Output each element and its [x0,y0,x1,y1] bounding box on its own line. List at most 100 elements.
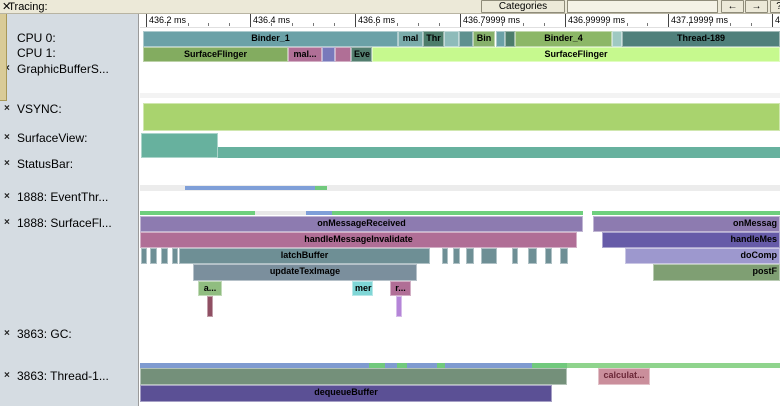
surfaceflinger-row1-slice[interactable]: onMessag [593,216,780,232]
thread1-state-slice[interactable] [407,363,437,368]
forward-arrow-button[interactable]: → [745,0,768,13]
surfaceflinger-row3-slice[interactable] [528,248,537,264]
surfaceflinger-row3-slice[interactable] [560,248,568,264]
ruler-minor-tick [439,23,440,26]
surfaceflinger-row3-slice[interactable] [141,248,147,264]
remove-track-icon[interactable]: × [4,328,10,339]
ruler-tick-label: 436.99999 ms [568,15,626,25]
ruler-minor-tick [376,23,377,26]
surfaceflinger-state-slice[interactable] [306,211,332,215]
ruler-minor-tick [730,23,732,26]
thread1-state-slice[interactable] [140,363,369,368]
surfaceflinger-row3-slice[interactable] [442,248,448,264]
track-label: 1888: EventThr... [17,190,109,204]
remove-track-icon[interactable]: × [4,217,10,228]
remove-track-icon[interactable]: × [4,158,10,169]
surfaceflinger-row3-slice[interactable] [512,248,518,264]
ruler-minor-tick [271,23,272,26]
surfaceflinger-row3-slice[interactable] [150,248,157,264]
ruler-minor-tick [208,23,210,26]
track-label: CPU 1: [17,46,56,60]
surfaceflinger-row3-slice[interactable]: doComp [625,248,780,264]
ruler-minor-tick [187,23,189,26]
remove-track-icon[interactable]: × [4,103,10,114]
remove-track-icon[interactable]: × [4,370,10,381]
surfaceflinger-state-slice[interactable] [592,211,780,215]
cpu0-slice[interactable] [496,31,505,47]
ruler-tick-label: 437.19999 ms [671,15,729,25]
thread1-state-slice[interactable] [397,363,407,368]
surfaceflinger-row3-slice[interactable] [466,248,474,264]
surfaceflinger-row4-slice[interactable]: postF [653,264,780,281]
thread1-state-slice[interactable] [567,363,780,368]
thread1-row1-slice[interactable] [140,368,567,385]
eventthread-slice[interactable] [140,185,780,191]
surfaceflinger-state-slice[interactable] [140,211,255,215]
surfaceflinger-state-slice[interactable] [255,211,306,215]
thread1-state-slice[interactable] [532,363,567,368]
surfaceflinger-row3-slice[interactable] [161,248,168,264]
ruler-minor-tick [229,23,231,26]
ruler-tick-label: 436.6 ms [358,15,396,25]
thread1-state-slice[interactable] [437,363,445,368]
surfaceview-slice[interactable] [141,133,218,158]
cpu0-slice[interactable]: Bin [473,31,495,47]
remove-track-icon[interactable]: × [4,191,10,202]
ruler-minor-tick [647,23,649,26]
graphicbuffer-strip-slice[interactable] [140,93,780,98]
surfaceflinger-row2-slice[interactable]: handleMessageInvalidate [140,232,577,248]
help-button[interactable]: ? [770,0,780,13]
cpu0-slice[interactable]: Binder_1 [143,31,398,47]
remove-track-icon[interactable]: × [4,132,10,143]
eventthread-slice[interactable] [185,186,315,190]
categories-button[interactable]: Categories [481,0,565,13]
track-label: 3863: Thread-1... [17,369,109,383]
thread1-row1-slice[interactable]: calculat... [598,368,650,385]
surfaceflinger-row3-slice[interactable]: latchBuffer [179,248,430,264]
cpu0-slice[interactable]: Thread-189 [622,31,780,47]
sidebar-track-label-row: × 1888: EventThr... [0,190,139,204]
close-icon[interactable]: ✕ [2,1,12,13]
surfaceflinger-row6-slice[interactable] [207,296,213,317]
cpu1-slice[interactable] [335,47,351,62]
thread1-state-slice[interactable] [369,363,385,368]
cpu0-slice[interactable] [444,31,459,47]
cpu1-slice[interactable]: SurfaceFlinger [143,47,288,62]
surfaceflinger-row5-slice[interactable]: a... [198,281,222,296]
thread1-state-slice[interactable] [445,363,532,368]
surfaceflinger-row3-slice[interactable] [545,248,552,264]
back-arrow-button[interactable]: ← [721,0,744,13]
eventthread-slice[interactable] [315,186,327,190]
cpu0-slice[interactable]: Thr [423,31,444,47]
cpu1-slice[interactable]: mal... [288,47,322,62]
cpu0-slice[interactable] [612,31,622,47]
surfaceview-slice[interactable] [218,147,780,158]
cpu0-slice[interactable]: Binder_4 [515,31,612,47]
surfaceflinger-row2-slice[interactable]: handleMes [602,232,780,248]
cpu0-slice[interactable]: mal [398,31,423,47]
surfaceflinger-row3-slice[interactable] [481,248,497,264]
surfaceflinger-row5-slice[interactable]: mer [352,281,373,296]
surfaceflinger-row5-slice[interactable]: r... [390,281,411,296]
surfaceflinger-row3-slice[interactable] [172,248,178,264]
surfaceflinger-row1-slice[interactable]: onMessageReceived [140,216,583,232]
ruler-tick-label: 436.4 ms [253,15,291,25]
ruler-minor-tick [523,23,524,26]
surfaceflinger-row4-slice[interactable]: updateTexImage [193,264,417,281]
cpu1-slice[interactable] [322,47,335,62]
cpu0-slice[interactable] [505,31,515,47]
surfaceflinger-state-slice[interactable] [332,211,583,215]
surfaceflinger-row6-slice[interactable] [396,296,402,317]
cpu1-slice[interactable]: Eve [351,47,372,62]
toolbar-field[interactable] [567,0,718,13]
thread1-state-slice[interactable] [385,363,397,368]
ruler-minor-tick [481,23,482,26]
cpu1-slice[interactable]: SurfaceFlinger [372,47,780,62]
vsync-slice[interactable] [143,103,780,131]
window-title: ✕Tracing: [2,1,48,13]
surfaceflinger-row3-slice[interactable] [453,248,460,264]
cpu0-slice[interactable] [459,31,473,47]
thread1-row2-slice[interactable]: dequeueBuffer [140,385,552,402]
